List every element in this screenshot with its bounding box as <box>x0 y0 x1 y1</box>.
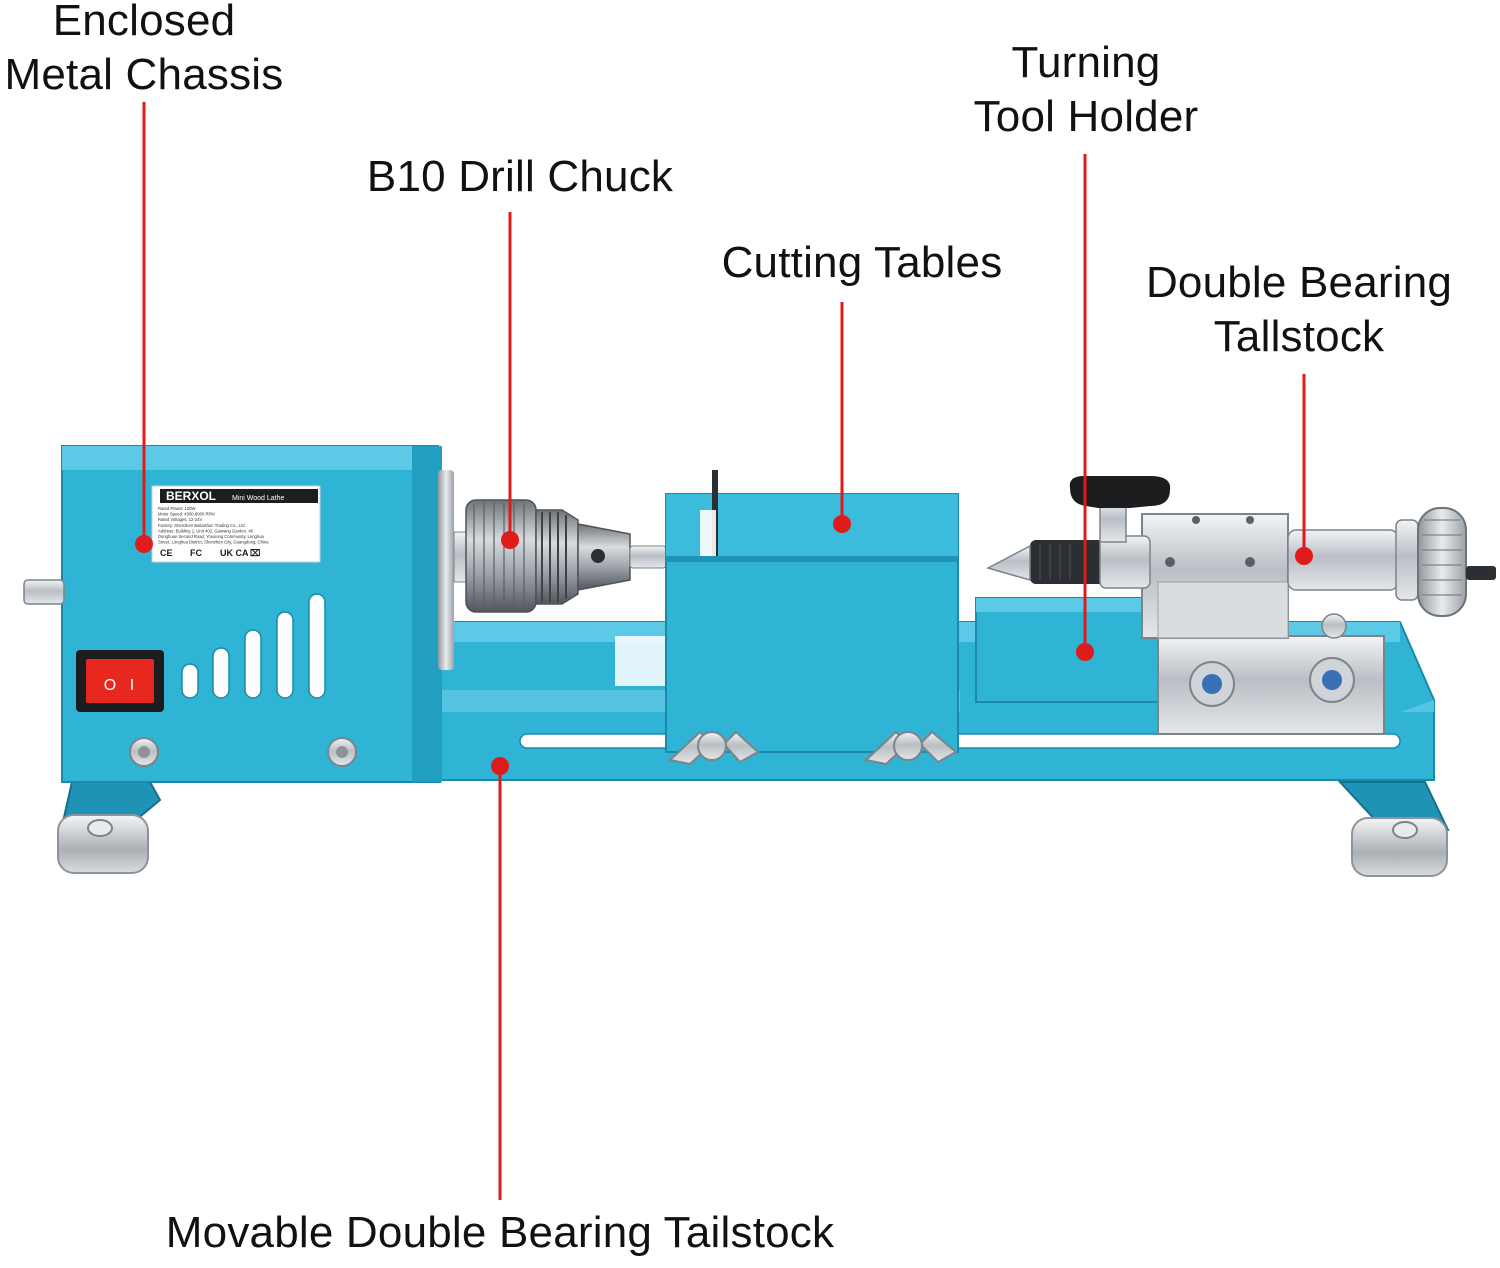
cutting-tables-body <box>665 470 959 766</box>
label-product: Mini Wood Lathe <box>232 495 285 502</box>
callout-cutting-tables: Cutting Tables <box>708 236 1016 290</box>
callout-turning-tool-holder: Turning Tool Holder <box>958 36 1214 144</box>
dot-double-bearing-tailstock <box>1295 547 1313 565</box>
right-foot <box>1337 781 1450 877</box>
callout-movable-double-bearing-tailstock: Movable Double Bearing Tailstock <box>140 1206 860 1260</box>
label-spec-line: Address: Building 1, Unit 403, Gaiwang G… <box>158 528 254 533</box>
product-label: BERXOL Mini Wood Lathe Rated Power: 120W… <box>151 485 321 563</box>
label-spec-line: Motor Speed: 4300-8000 RPM <box>158 512 215 517</box>
switch-on-symbol: I <box>130 677 134 694</box>
dot-movable-double-bearing-tailstock <box>491 757 509 775</box>
callout-line: Movable Double Bearing Tailstock <box>165 1208 835 1257</box>
callout-line: Tallstock <box>1213 312 1385 361</box>
b10-drill-chuck-body <box>453 499 667 613</box>
callout-enclosed-metal-chassis: Enclosed Metal Chassis <box>0 0 288 102</box>
turning-tool-holder-body <box>975 597 1159 703</box>
label-certification-marks: CE FC UK CA⌧ <box>160 548 260 558</box>
left-foot <box>57 781 162 874</box>
label-spec-line: Rated Voltages: 12-24V <box>158 517 202 522</box>
dot-cutting-tables <box>833 515 851 533</box>
callout-leaders <box>135 102 1313 1200</box>
callout-line: B10 Drill Chuck <box>366 152 674 201</box>
callout-double-bearing-tailstock: Double Bearing Tallstock <box>1134 256 1464 364</box>
label-spec-line: Street, Longhua District, Shenzhen City,… <box>158 540 269 545</box>
label-certification-mark: ⌧ <box>250 548 260 558</box>
vent-slots <box>181 593 326 699</box>
double-bearing-tailstock-body <box>985 476 1496 735</box>
callout-line: Enclosed <box>52 0 236 45</box>
dot-b10-drill-chuck <box>501 531 519 549</box>
label-certification-mark: FC <box>190 548 202 558</box>
dot-enclosed-metal-chassis <box>135 535 153 553</box>
callout-line: Metal Chassis <box>4 50 284 99</box>
label-spec-line: Donghuan Second Road, Youxiong Community… <box>158 534 265 539</box>
callout-line: Cutting Tables <box>721 238 1003 287</box>
callout-line: Tool Holder <box>973 92 1199 141</box>
label-certification-mark: CE <box>160 548 173 558</box>
callout-line: Turning <box>1011 38 1161 87</box>
switch-off-symbol: O <box>104 677 116 694</box>
power-switch[interactable]: O I <box>76 650 164 712</box>
callout-line: Double Bearing <box>1145 258 1453 307</box>
label-brand: BERXOL <box>166 489 216 503</box>
label-certification-mark: UK CA <box>220 548 249 558</box>
dot-turning-tool-holder <box>1076 643 1094 661</box>
callout-b10-drill-chuck: B10 Drill Chuck <box>358 150 682 204</box>
label-spec-line: Rated Power: 120W <box>158 506 196 511</box>
label-spec-line: Factory: Shenzhen Beilaishun Trading Co.… <box>158 523 246 528</box>
